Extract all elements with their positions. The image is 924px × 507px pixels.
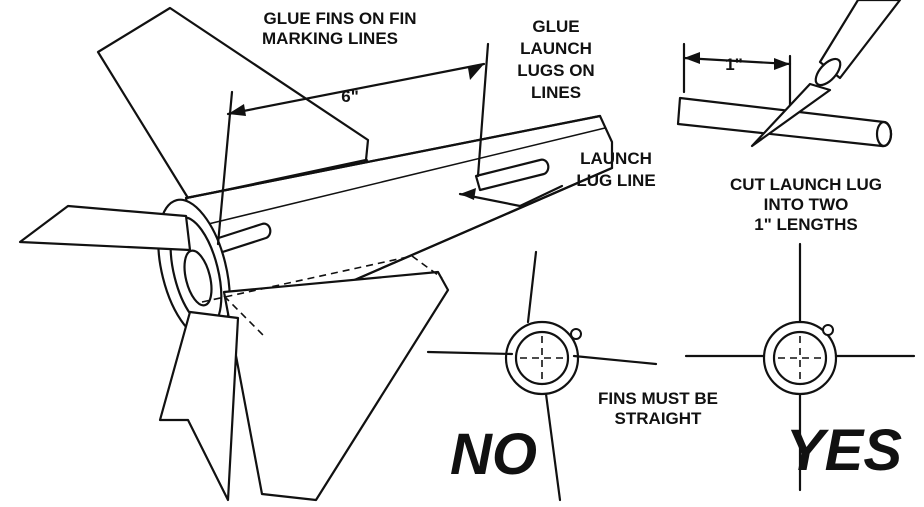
left-fin [18, 204, 192, 252]
launch-lug-tube-icon [676, 42, 893, 148]
fin-diagram-yes [684, 242, 916, 492]
label-no: NO [450, 422, 537, 487]
label-lug-line-2: LUG LINE [576, 171, 655, 190]
label-glue-lugs-3: LUGS ON [517, 61, 594, 80]
label-fins-2: STRAIGHT [615, 409, 703, 428]
hobby-knife-icon [750, 0, 902, 148]
launch-lug-front [474, 158, 550, 192]
label-fins-1: FINS MUST BE [598, 389, 718, 408]
label-glue-lugs-4: LINES [531, 83, 581, 102]
launch-lug-rear [204, 222, 272, 258]
label-cut-length: 1" [725, 55, 743, 74]
label-cut-2: INTO TWO [764, 195, 849, 214]
distance-dimension [216, 42, 564, 246]
label-cut-3: 1" LENGTHS [754, 215, 857, 234]
fin-diagram-no [426, 250, 658, 502]
label-glue-fins-2: MARKING LINES [262, 29, 398, 48]
bottom-fin-2 [158, 310, 240, 502]
top-fin [96, 6, 370, 200]
label-glue-lugs-1: GLUE [532, 17, 579, 36]
rocket-body-icon [18, 6, 614, 502]
label-cut-1: CUT LAUNCH LUG [730, 175, 882, 194]
label-yes: YES [786, 418, 902, 483]
label-distance: 6" [341, 87, 359, 106]
label-glue-lugs-2: LAUNCH [520, 39, 592, 58]
bottom-fin [222, 270, 450, 502]
launch-lug-line [199, 127, 606, 227]
label-lug-line-1: LAUNCH [580, 149, 652, 168]
label-glue-fins-1: GLUE FINS ON FIN [264, 9, 417, 28]
